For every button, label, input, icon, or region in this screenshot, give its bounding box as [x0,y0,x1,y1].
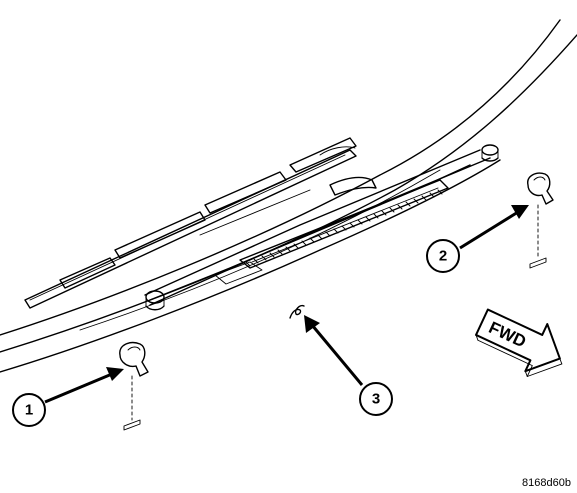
callout-1-label: 1 [25,402,33,419]
washer-nozzle-left [119,341,149,431]
callout-arrow-2 [459,205,529,250]
callout-1: 1 [12,393,46,427]
washer-nozzle-right [527,172,554,269]
windshield-edge [0,19,577,353]
callout-arrow-3 [304,315,364,386]
wiper-pivot-right [481,144,499,162]
callout-2: 2 [426,239,460,273]
callout-3-label: 3 [372,391,380,408]
wiper-arm [144,149,491,306]
callout-arrow-1 [44,367,124,404]
forward-direction-arrow: FWD [475,308,563,377]
cowl-grille-clip [289,304,305,319]
figure-id: 8168d60b [522,477,571,489]
callout-2-label: 2 [439,248,447,265]
wiper-blade [24,137,357,309]
callout-3: 3 [359,382,393,416]
fwd-label: FWD [486,318,529,352]
wiper-pivot-left [145,290,165,311]
